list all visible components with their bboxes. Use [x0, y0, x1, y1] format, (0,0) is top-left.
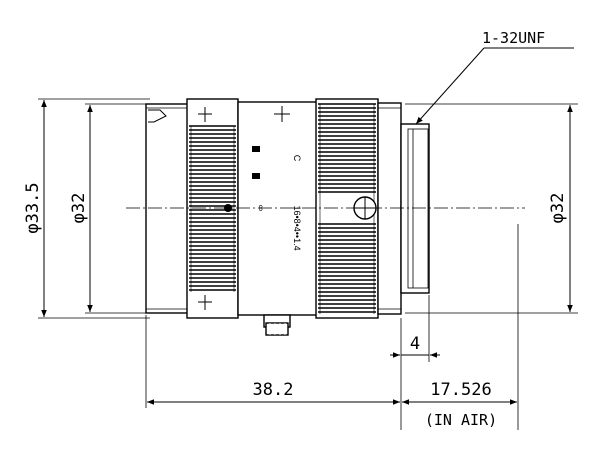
dim-overall-diameter: φ33.5	[23, 100, 47, 317]
thread-label: 1-32UNF	[482, 29, 545, 47]
marker-bar-1	[252, 146, 260, 152]
marker-bar-2	[252, 173, 260, 179]
thumb-screw	[263, 314, 291, 336]
c-mount-thread	[400, 123, 430, 294]
left-extension-lines	[38, 98, 150, 319]
thread-callout: 1-32UNF	[415, 29, 574, 125]
dim-front-diameter-label: φ32	[69, 193, 89, 224]
dim-body-length-label: 38.2	[253, 380, 294, 400]
bottom-extension-lines	[145, 224, 519, 430]
dim-rear-diameter: φ32	[548, 105, 573, 312]
lens-body: C 16•8•4••1.4 ∞	[145, 98, 430, 336]
front-hood-notch	[148, 109, 167, 123]
right-extension-lines	[405, 103, 578, 314]
rear-body	[377, 102, 402, 315]
dim-body-length: 38.2	[147, 380, 400, 405]
dim-flange-back-label: 17.526	[430, 380, 491, 400]
center-barrel	[237, 101, 319, 316]
dim-rear-diameter-label: φ32	[548, 193, 568, 224]
dim-flange-back-note: (IN AIR)	[425, 411, 497, 429]
mount-letter: C	[292, 155, 302, 162]
aperture-ring-knurl	[318, 103, 376, 314]
front-hood	[145, 103, 189, 314]
dim-mount-depth: 4	[390, 334, 440, 358]
dim-front-diameter: φ32	[69, 105, 93, 312]
dim-overall-diameter-label: φ33.5	[23, 182, 43, 233]
aperture-scale: 16•8•4••1.4	[292, 205, 302, 250]
focus-ring-knurl	[189, 125, 236, 292]
dim-mount-depth-label: 4	[410, 334, 420, 354]
dim-flange-back: 17.526 (IN AIR)	[402, 380, 517, 429]
